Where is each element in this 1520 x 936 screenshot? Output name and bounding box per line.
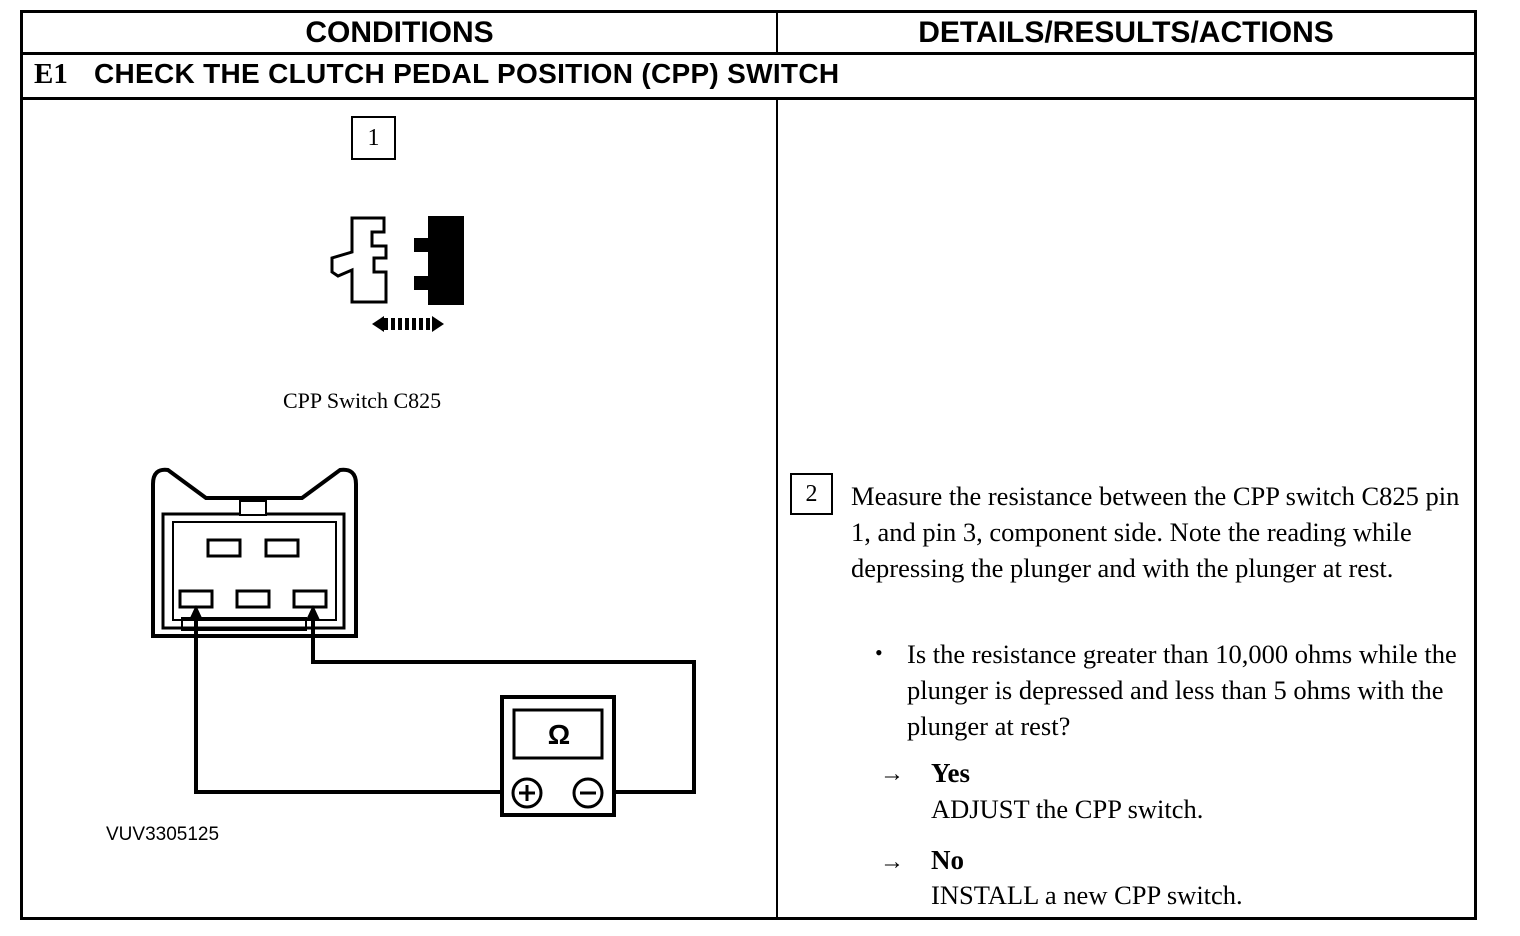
details-header: DETAILS/RESULTS/ACTIONS [918, 16, 1334, 49]
column-divider-top [776, 10, 778, 54]
step-2-box: 2 [790, 473, 833, 515]
column-divider-body [776, 99, 778, 920]
ohm-symbol: Ω [548, 719, 570, 750]
cpp-switch-diagram: Ω [151, 216, 696, 817]
yes-action: ADJUST the CPP switch. [931, 794, 1204, 824]
question-text: Is the resistance greater than 10,000 oh… [907, 639, 1457, 741]
no-arrow-icon: → [880, 849, 904, 875]
mate-arrow-icon [372, 316, 444, 332]
connector-halves-icon [330, 216, 464, 305]
ohmmeter-icon [500, 695, 616, 817]
conditions-header: CONDITIONS [305, 16, 494, 49]
section-title: CHECK THE CLUTCH PEDAL POSITION (CPP) SW… [94, 58, 840, 89]
yes-label: Yes [931, 758, 970, 788]
switch-caption: CPP Switch C825 [283, 388, 442, 413]
bullet-icon: • [875, 640, 883, 665]
figure-reference: VUV3305125 [106, 824, 220, 845]
step-1-box: 1 [351, 116, 396, 160]
yes-arrow-icon: → [880, 761, 904, 787]
no-action: INSTALL a new CPP switch. [931, 880, 1243, 910]
section-divider [20, 97, 1477, 100]
no-label: No [931, 845, 964, 875]
connector-face-icon [151, 467, 358, 638]
probe-wires [194, 616, 696, 794]
instruction-text: Measure the resistance between the CPP s… [851, 481, 1460, 583]
header-divider [20, 52, 1477, 55]
section-id: E1 [34, 58, 68, 90]
table-frame [20, 10, 1477, 920]
